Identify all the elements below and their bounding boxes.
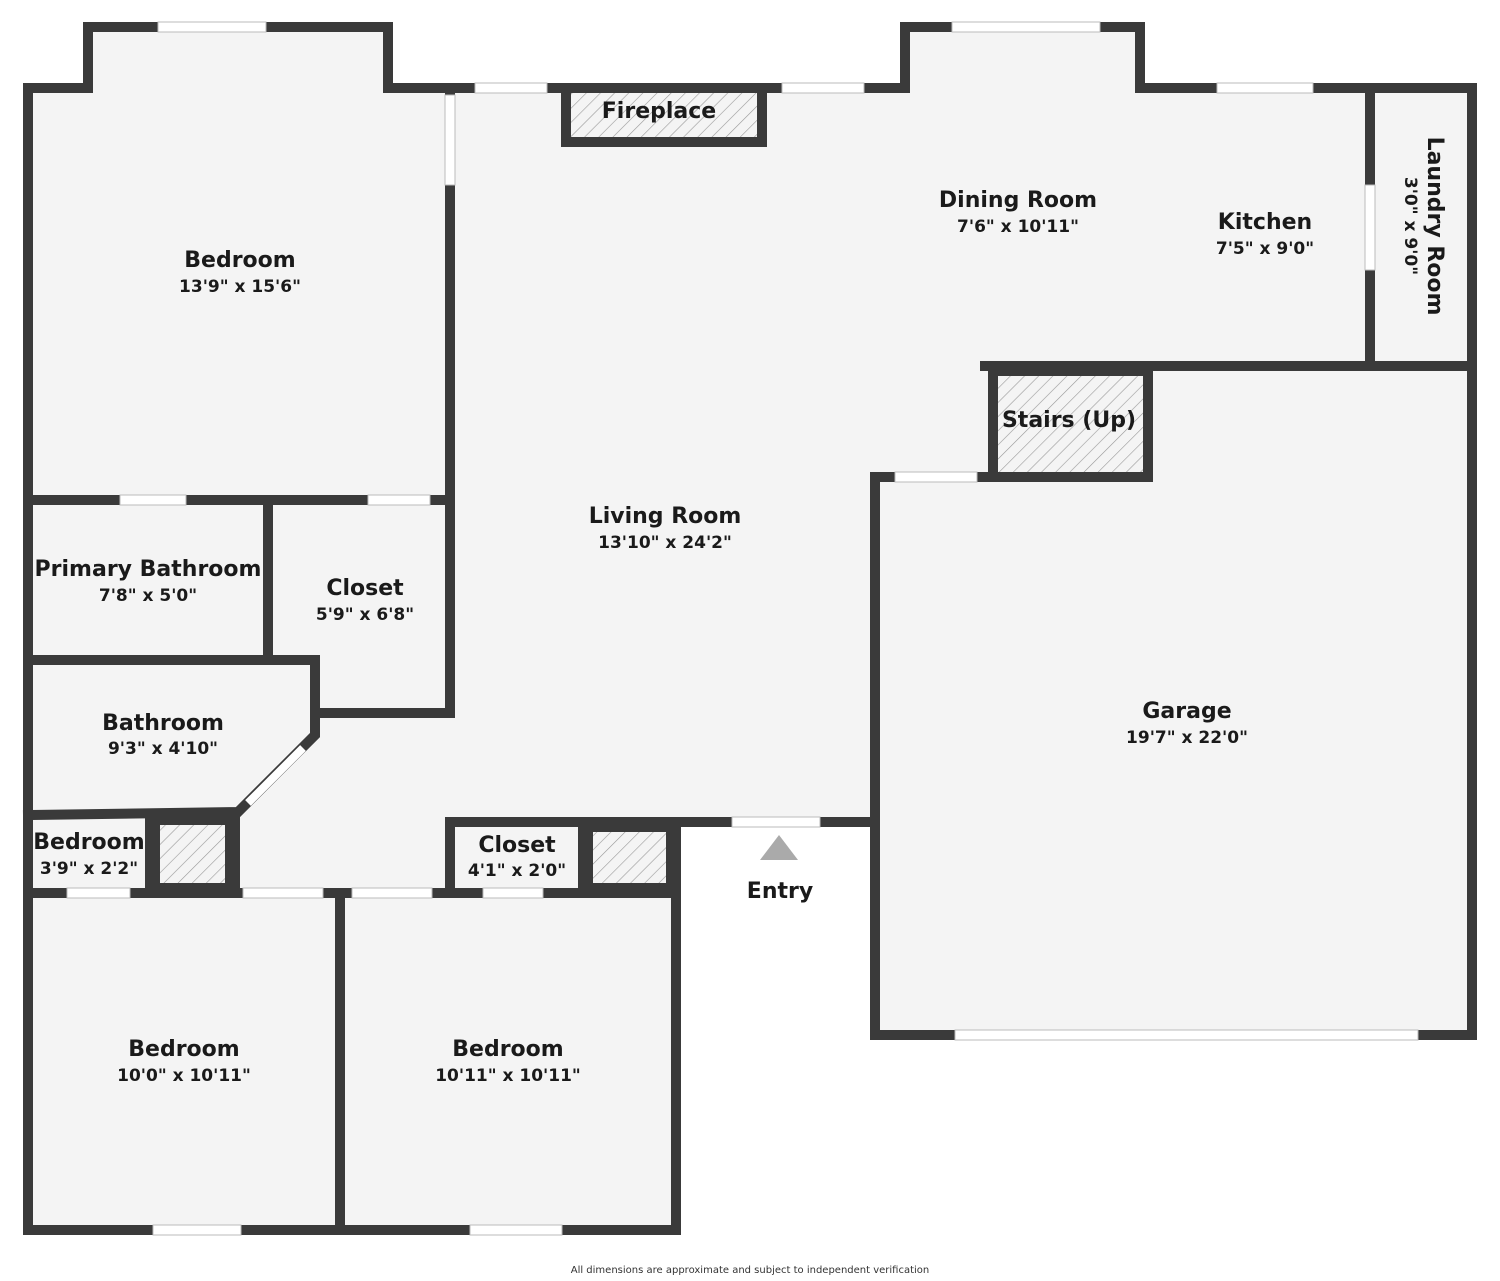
fireplace-label: Fireplace [602, 99, 716, 124]
svg-text:10'0" x 10'11": 10'0" x 10'11" [117, 1066, 251, 1086]
svg-text:7'5" x 9'0": 7'5" x 9'0" [1216, 239, 1314, 259]
svg-text:Closet: Closet [478, 833, 556, 858]
svg-text:3'9" x 2'2": 3'9" x 2'2" [40, 859, 138, 879]
room-laundry: Laundry Room 3'0" x 9'0" [1400, 137, 1447, 316]
svg-text:19'7" x 22'0": 19'7" x 22'0" [1126, 728, 1248, 748]
room-bedroom-small: Bedroom 3'9" x 2'2" [33, 830, 144, 879]
openings [66, 21, 1419, 1236]
svg-text:Garage: Garage [1142, 699, 1231, 724]
room-living: Living Room 13'10" x 24'2" [589, 504, 742, 553]
svg-text:Bedroom: Bedroom [184, 248, 295, 273]
room-primary-bath: Primary Bathroom 7'8" x 5'0" [35, 557, 262, 606]
svg-text:10'11" x 10'11": 10'11" x 10'11" [435, 1066, 581, 1086]
svg-text:13'10" x 24'2": 13'10" x 24'2" [598, 533, 732, 553]
room-dining: Dining Room 7'6" x 10'11" [939, 188, 1097, 237]
svg-text:3'0" x 9'0": 3'0" x 9'0" [1400, 177, 1420, 275]
svg-text:9'3" x 4'10": 9'3" x 4'10" [108, 739, 218, 759]
entry-arrow-icon [760, 835, 798, 860]
disclaimer: All dimensions are approximate and subje… [571, 1265, 930, 1276]
svg-text:Bathroom: Bathroom [102, 711, 224, 736]
room-closet-2: Closet 4'1" x 2'0" [468, 833, 566, 881]
hatched-chase [150, 815, 235, 893]
fireplace [561, 83, 767, 147]
svg-text:7'6" x 10'11": 7'6" x 10'11" [957, 217, 1079, 237]
svg-text:Closet: Closet [326, 576, 404, 601]
svg-text:Dining Room: Dining Room [939, 188, 1097, 213]
room-bedroom-sw: Bedroom 10'0" x 10'11" [117, 1037, 251, 1086]
room-bathroom: Bathroom 9'3" x 4'10" [102, 711, 224, 759]
svg-text:13'9" x 15'6": 13'9" x 15'6" [179, 277, 301, 297]
entry-label: Entry [747, 879, 813, 904]
svg-text:Living Room: Living Room [589, 504, 742, 529]
svg-text:5'9" x 6'8": 5'9" x 6'8" [316, 605, 414, 625]
room-bedroom-main: Bedroom 13'9" x 15'6" [179, 248, 301, 297]
stairs-label: Stairs (Up) [1002, 408, 1136, 433]
floor-area [28, 27, 1472, 1230]
svg-text:Bedroom: Bedroom [128, 1037, 239, 1062]
hatched-chase [583, 822, 676, 893]
svg-text:Bedroom: Bedroom [33, 830, 144, 855]
svg-text:Laundry Room: Laundry Room [1422, 137, 1447, 316]
svg-text:Kitchen: Kitchen [1218, 210, 1312, 235]
svg-text:Primary Bathroom: Primary Bathroom [35, 557, 262, 582]
stairs [988, 366, 1153, 482]
room-kitchen: Kitchen 7'5" x 9'0" [1216, 210, 1314, 259]
svg-text:4'1" x 2'0": 4'1" x 2'0" [468, 861, 566, 881]
svg-text:7'8" x 5'0": 7'8" x 5'0" [99, 586, 197, 606]
svg-text:Bedroom: Bedroom [452, 1037, 563, 1062]
room-closet-1: Closet 5'9" x 6'8" [316, 576, 414, 625]
room-bedroom-s: Bedroom 10'11" x 10'11" [435, 1037, 581, 1086]
exterior-wall [23, 22, 1477, 1040]
room-garage: Garage 19'7" x 22'0" [1126, 699, 1248, 748]
